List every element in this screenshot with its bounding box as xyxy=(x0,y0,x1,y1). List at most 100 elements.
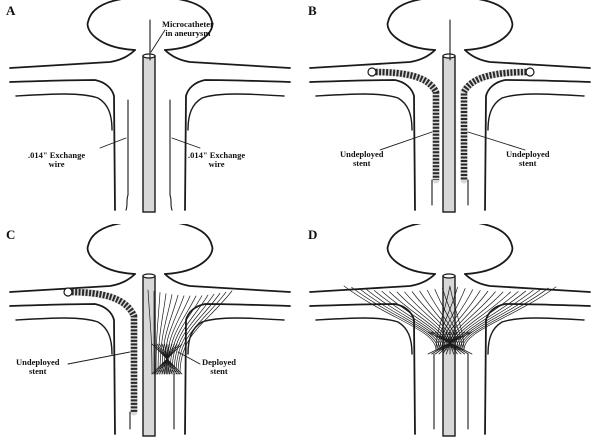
exchange-wire-left xyxy=(125,99,129,211)
deployed-stent-right-mesh xyxy=(435,285,557,351)
microcatheter-label: Microcatheter in aneurysm xyxy=(162,19,214,38)
undeployed-stent-left xyxy=(371,68,440,180)
stent-right-tip xyxy=(525,67,535,77)
deployed-stent-label: Deployed stent xyxy=(202,357,236,376)
mesh-strut xyxy=(459,288,542,351)
mesh-strut xyxy=(443,290,481,351)
panel-b-letter: B xyxy=(308,3,317,18)
mesh-strut xyxy=(427,331,473,355)
mesh-strut xyxy=(151,343,183,375)
undeployed-leader xyxy=(67,351,131,365)
mesh-strut xyxy=(463,286,557,351)
mesh-strut xyxy=(179,290,233,375)
panel-d-illustration xyxy=(309,224,591,437)
microcatheter xyxy=(442,55,456,213)
right-inner-wall xyxy=(487,93,585,131)
left-inner-wall xyxy=(315,93,413,131)
mesh-strut xyxy=(161,294,179,375)
microcatheter-tip xyxy=(142,53,156,59)
exchange-wire-right xyxy=(169,99,173,211)
stent-tip xyxy=(63,287,73,297)
mesh-strut xyxy=(343,285,437,351)
microcatheter-tip xyxy=(442,273,456,279)
vessel-anatomy xyxy=(309,224,591,435)
aneurysm-dome xyxy=(386,224,514,275)
right-branch-upper-wall xyxy=(464,273,591,293)
left-branch-lower-wall xyxy=(309,79,416,211)
mesh-strut xyxy=(439,288,466,351)
undeployed-stent xyxy=(67,288,138,412)
mesh-strut xyxy=(455,290,527,351)
wire-right-leader xyxy=(171,137,201,149)
microcatheter xyxy=(142,55,156,213)
mesh-strut xyxy=(159,294,173,375)
mesh-strut xyxy=(177,291,227,375)
right-branch-lower-wall xyxy=(184,303,291,435)
mesh-strut xyxy=(426,289,459,351)
panel-b-illustration xyxy=(309,0,591,213)
panel-c-letter: C xyxy=(6,227,16,242)
vessel-anatomy xyxy=(9,224,291,435)
right-branch-lower-wall xyxy=(484,303,591,435)
left-branch-upper-wall xyxy=(9,49,136,69)
aneurysm-dome xyxy=(386,0,514,51)
panel-d-letter: D xyxy=(308,227,318,242)
panel-c-illustration xyxy=(9,224,291,437)
stent-right-leader xyxy=(467,131,526,151)
panel-a: A Microcatheter in aneurysm .014" Exchan… xyxy=(0,0,300,223)
stent-left-tip xyxy=(367,67,377,77)
microcatheter xyxy=(142,275,156,437)
mesh-strut xyxy=(175,292,221,375)
mesh-strut xyxy=(435,285,451,351)
mesh-strut xyxy=(147,289,153,375)
stent-left-leader xyxy=(379,131,433,151)
exchange-wire-right-label: .014" Exchange wire xyxy=(188,150,246,169)
exchange-wire-left-label: .014" Exchange wire xyxy=(28,150,86,169)
right-inner-wall xyxy=(487,317,585,355)
microcatheter-tip xyxy=(442,53,456,59)
mesh-strut xyxy=(441,289,474,351)
left-inner-wall xyxy=(15,93,113,131)
right-branch-lower-wall xyxy=(484,79,591,211)
undeployed-stent-left-label: Undeployed stent xyxy=(340,149,384,168)
left-branch-lower-wall xyxy=(9,303,116,435)
right-branch-upper-wall xyxy=(464,49,591,69)
panel-a-illustration xyxy=(9,0,291,213)
undeployed-stent-fill xyxy=(64,288,138,416)
panel-b: B Undeployed stent Undeployed stent xyxy=(300,0,600,223)
right-inner-wall xyxy=(187,93,285,131)
mesh-strut xyxy=(419,290,457,351)
aneurysm-dome xyxy=(86,224,214,275)
deployed-stent-body xyxy=(151,343,183,375)
mesh-strut xyxy=(155,292,161,375)
microcatheter-leader xyxy=(150,29,166,53)
left-branch-lower-wall xyxy=(9,79,116,211)
wire-left-leader xyxy=(99,137,127,149)
mesh-strut xyxy=(171,294,209,375)
right-branch-upper-wall xyxy=(164,49,291,69)
panel-c: C Undeployed stent Deployed stent xyxy=(0,224,300,447)
panel-a-letter: A xyxy=(6,3,16,18)
undeployed-stent-label: Undeployed stent xyxy=(16,357,60,376)
undeployed-stent-right-label: Undeployed stent xyxy=(506,149,550,168)
left-branch-upper-wall xyxy=(309,49,436,69)
right-inner-wall xyxy=(187,317,285,355)
vessel-anatomy xyxy=(9,0,291,211)
mesh-strut xyxy=(461,287,549,351)
left-inner-wall xyxy=(15,317,113,355)
microcatheter-tip xyxy=(142,273,156,279)
mesh-strut xyxy=(453,291,519,351)
mesh-strut xyxy=(173,293,215,375)
y-stent-body xyxy=(427,331,473,355)
mesh-strut xyxy=(457,289,534,351)
left-branch-lower-wall xyxy=(309,303,416,435)
left-branch-upper-wall xyxy=(309,273,436,293)
right-branch-upper-wall xyxy=(164,273,291,293)
mesh-strut xyxy=(437,286,458,351)
left-inner-wall xyxy=(315,317,413,355)
aneurysm-dome xyxy=(86,0,214,51)
vessel-anatomy xyxy=(309,0,591,211)
panel-d: D xyxy=(300,224,600,447)
right-branch-lower-wall xyxy=(184,79,291,211)
